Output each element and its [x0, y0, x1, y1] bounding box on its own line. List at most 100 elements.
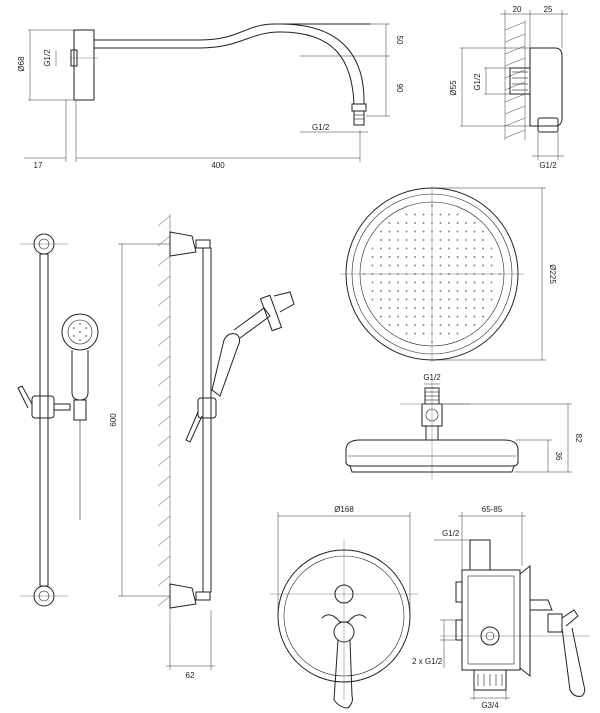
head-nozzle	[456, 247, 459, 250]
valve-top-thread-label: G1/2	[442, 529, 460, 538]
head-nozzle	[482, 247, 484, 250]
side-top-bracket	[169, 231, 197, 257]
head-nozzle	[422, 239, 425, 241]
head-nozzle	[405, 315, 408, 318]
head-nozzle	[405, 247, 408, 250]
head-nozzle	[422, 213, 425, 216]
hand-shower-handle	[71, 350, 89, 401]
head-nozzle	[371, 247, 374, 250]
head-thread-label: G1/2	[423, 373, 441, 382]
head-nozzle	[388, 273, 391, 275]
head-nozzle	[414, 307, 416, 309]
head-nozzle	[380, 264, 382, 267]
head-nozzle	[388, 307, 391, 309]
head-nozzle	[405, 273, 408, 275]
head-nozzle	[388, 230, 391, 233]
head-nozzle	[414, 264, 416, 267]
valve-lever	[561, 627, 586, 697]
arm-pipe-top	[94, 23, 370, 41]
head-total-height-label: 82	[574, 434, 583, 443]
head-nozzle	[371, 273, 374, 275]
head-nozzle	[456, 213, 459, 216]
head-nozzle	[465, 290, 467, 292]
head-nozzle	[465, 273, 467, 275]
arm-wall-offset-label: 17	[34, 161, 43, 170]
head-nozzle	[397, 222, 399, 224]
head-nozzle	[414, 222, 416, 224]
head-nozzle	[388, 256, 391, 258]
head-nozzle	[397, 230, 399, 233]
head-nozzle	[473, 247, 476, 250]
head-nozzle	[456, 281, 459, 284]
head-nozzle	[431, 315, 433, 318]
head-nozzle	[371, 298, 374, 301]
mixer-lever	[333, 639, 353, 709]
head-nozzle	[397, 256, 399, 258]
head-nozzle	[397, 273, 399, 275]
elbow-dia-label: Ø55	[449, 80, 458, 96]
head-nozzle	[388, 324, 391, 326]
rail-slider	[31, 395, 55, 419]
valve-outlets-label: 2 x G1/2	[412, 657, 443, 666]
head-nozzle	[414, 247, 416, 250]
head-nozzle	[422, 290, 425, 292]
valve-depth-label: 65-85	[482, 505, 503, 514]
head-nozzle	[499, 273, 501, 275]
head-nozzle	[448, 332, 450, 335]
head-nozzle	[490, 281, 493, 284]
head-nozzle	[422, 281, 425, 284]
valve-handle-hub	[547, 613, 563, 633]
head-nozzle	[490, 247, 493, 250]
head-nozzle	[456, 298, 459, 301]
slide-rail-front-view	[17, 233, 99, 607]
head-nozzle	[405, 264, 408, 267]
head-nozzle	[431, 281, 433, 284]
head-dia-label: Ø225	[548, 264, 557, 284]
head-nozzle	[388, 298, 391, 301]
head-nozzle	[439, 213, 442, 216]
elbow-width-a-label: 20	[513, 5, 522, 14]
head-nozzle	[397, 281, 399, 284]
head-nozzle	[422, 230, 425, 233]
head-nozzle	[388, 239, 391, 241]
head-nozzle	[448, 213, 450, 216]
head-nozzle	[414, 273, 416, 275]
head-nozzle	[465, 324, 467, 326]
head-nozzle-pattern	[363, 205, 501, 343]
head-nozzle	[456, 324, 459, 326]
head-nozzle	[456, 332, 459, 335]
elbow-outlet	[537, 117, 559, 133]
slide-rail-side-view: 600 62	[109, 214, 295, 680]
head-nozzle	[431, 256, 433, 258]
head-nozzle	[397, 315, 399, 318]
head-nozzle	[414, 315, 416, 318]
head-nozzle	[473, 222, 476, 224]
head-nozzle	[465, 256, 467, 258]
head-nozzle	[439, 222, 442, 224]
head-nozzle	[490, 298, 493, 301]
head-nozzle	[405, 213, 408, 216]
head-nozzle	[482, 298, 484, 301]
head-nozzle	[397, 307, 399, 309]
head-nozzle	[439, 256, 442, 258]
head-nozzle	[482, 256, 484, 258]
plate-dia-label: Ø168	[334, 505, 354, 514]
head-nozzle	[456, 264, 459, 267]
head-nozzle	[414, 213, 416, 216]
head-nozzle	[448, 307, 450, 309]
head-nozzle	[431, 239, 433, 241]
head-nozzle	[431, 332, 433, 335]
head-nozzle	[448, 273, 450, 275]
arm-pipe-bottom	[94, 31, 355, 105]
head-nozzle	[456, 256, 459, 258]
arm-outlet-nozzle	[353, 110, 365, 126]
elbow-wall-hatch	[504, 21, 526, 139]
head-nozzle	[456, 290, 459, 292]
head-nozzle	[431, 307, 433, 309]
head-nozzle	[405, 281, 408, 284]
head-nozzle	[371, 290, 374, 292]
head-nozzle	[473, 324, 476, 326]
side-hand-shower-head	[259, 294, 283, 332]
head-nozzle	[482, 239, 484, 241]
head-nozzle	[439, 247, 442, 250]
